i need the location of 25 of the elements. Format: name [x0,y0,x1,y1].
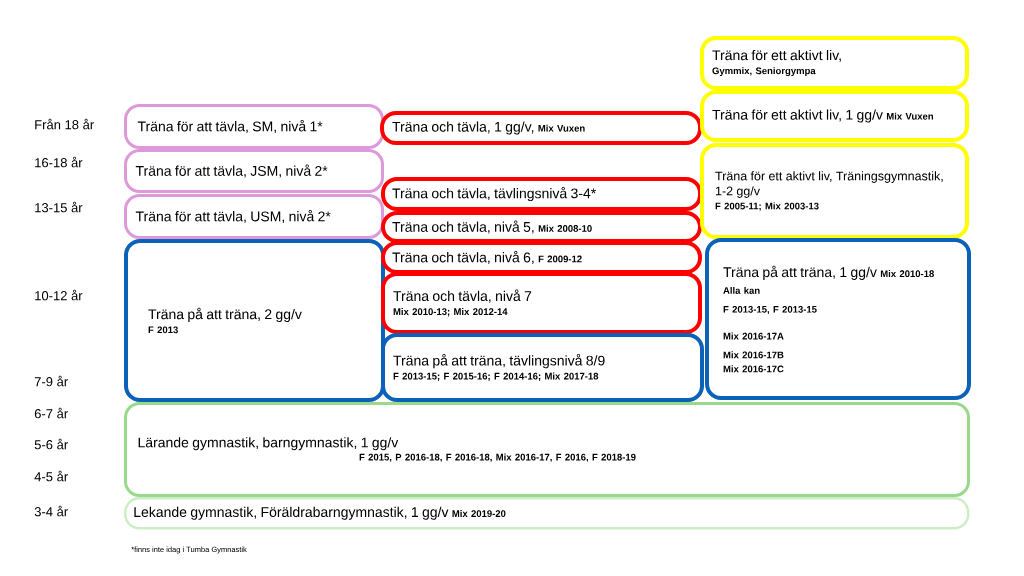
program-box: Träna på att träna, 2 gg/v F 2013 [124,239,385,402]
age-label: 13-15 år [35,201,83,213]
program-box: Träna för ett aktivt liv, Träningsgymnastik, 1-2 gg/v F 2005-11; Mix 2003-13 [700,143,969,239]
program-box: Träna och tävla, nivå 7 Mix 2010-13; Mix 2012-14 [381,272,702,334]
program-box: Träna för ett aktivt liv, 1 gg/v Mix Vuxen [700,90,969,142]
program-box: Träna och tävla, 1 gg/v, Mix Vuxen [380,111,702,145]
age-label: 7-9 år [34,375,68,387]
program-box: Träna och tävla, tävlingsnivå 3-4* [381,177,702,211]
program-box: Lärande gymnastik, barngymnastik, 1 gg/v F 2015, P 2016-18, F 2016-18, Mix 2016-17, F 2016, F 2018-19 [124,402,970,497]
program-box: Träna för att tävla, USM, nivå 2* [124,194,384,239]
age-label: 4-5 år [34,470,68,482]
program-box: Träna för att tävla, SM, nivå 1* [124,104,384,149]
program-box: Lekande gymnastik, Föräldrabarngymnastik, 1 gg/v Mix 2019-20 [124,497,970,530]
age-label: 5-6 år [34,438,68,450]
program-box: Träna för att tävla, JSM, nivå 2* [124,149,384,193]
age-label: 10-12 år [35,289,83,301]
age-label: Från 18 år [35,118,94,130]
program-box: Träna på att träna, 1 gg/v Mix 2010-18 Alla kan F 2013-15, F 2013-15 Mix 2016-17A Mix 2016-17B Mix 2016-17C [705,238,971,400]
age-label: 3-4 år [34,505,68,517]
program-box: Träna och tävla, nivå 5, Mix 2008-10 [381,211,702,243]
program-box: Träna och tävla, nivå 6, F 2009-12 [381,241,702,274]
program-box: Träna för ett aktivt liv, Gymmix, Seniorgympa [700,36,969,90]
age-label: 16-18 år [35,156,83,168]
age-label: 6-7 år [34,407,68,419]
program-box: Träna på att träna, tävlingsnivå 8/9 F 2013-15; F 2015-16; F 2014-16; Mix 2017-18 [381,333,704,402]
